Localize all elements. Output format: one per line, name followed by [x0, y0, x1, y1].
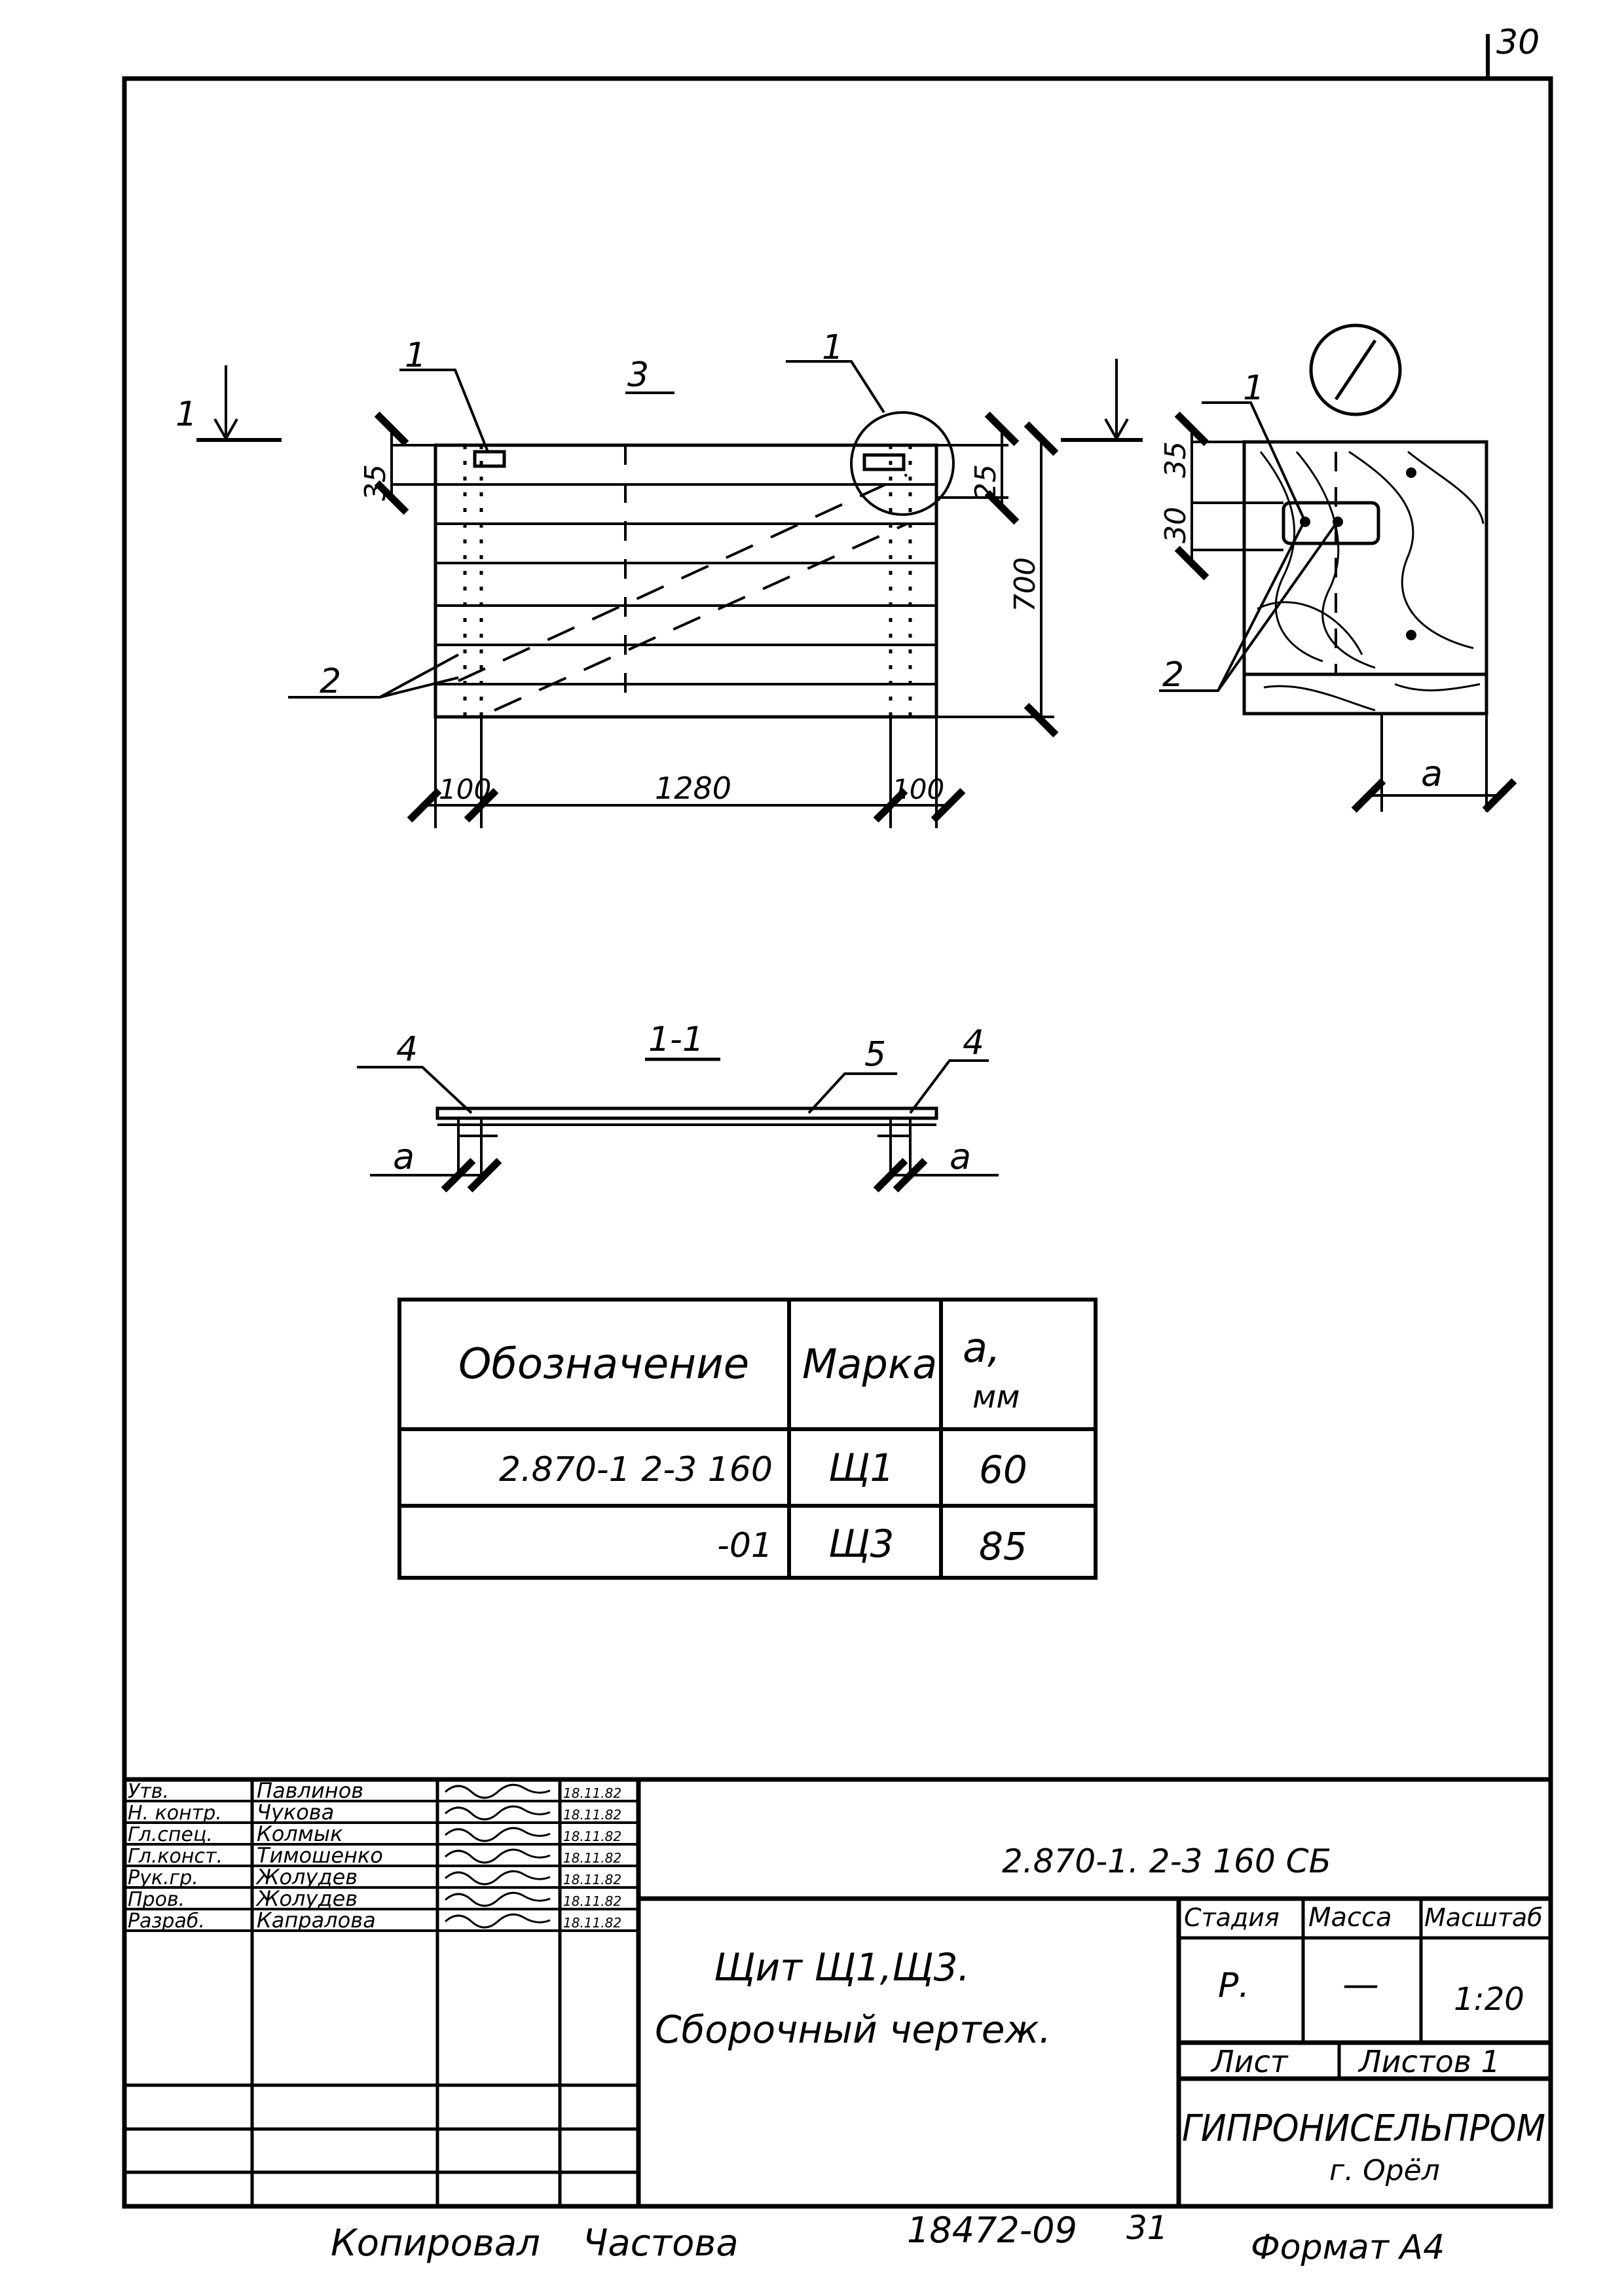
signature-scribble	[444, 1913, 551, 1929]
signature-name: Колмык	[257, 1821, 343, 1846]
callout-1-right: 1	[822, 328, 843, 367]
signature-name: Капралова	[257, 1908, 376, 1933]
spec-row1-mark: Щ1	[828, 1446, 894, 1490]
dim-100-left: 100	[439, 773, 491, 805]
section-dim-a-left: a	[393, 1136, 415, 1177]
title-line-1: Щит Щ1,Щ3.	[714, 1945, 970, 1990]
section-callout-5: 5	[864, 1035, 886, 1074]
signature-date: 18.11.82	[563, 1893, 621, 1909]
copied-by: Частова	[583, 2222, 739, 2265]
signature-date: 18.11.82	[563, 1785, 621, 1801]
sheet-number-text: 30	[1496, 23, 1540, 62]
sheet-label: Лист	[1210, 2044, 1289, 2079]
city: г. Орёл	[1329, 2154, 1440, 2187]
signature-role: Разраб.	[128, 1910, 205, 1933]
detail-dim-a: a	[1421, 753, 1443, 794]
signature-role: Пров.	[128, 1888, 185, 1911]
spec-row1-designation: 2.870-1 2-3 160	[499, 1450, 773, 1489]
signature-role: Гл.конст.	[128, 1845, 223, 1868]
signature-name: Жолудев	[255, 1886, 358, 1911]
spec-row1-a: 60	[979, 1448, 1027, 1492]
copied-label: Копировал	[331, 2222, 540, 2265]
signature-role: Гл.спец.	[128, 1823, 213, 1846]
footer: Копировал Частова 18472-09 31 Формат А4	[331, 2209, 1445, 2267]
drawing-frame	[122, 76, 1553, 2209]
signature-date: 18.11.82	[563, 1915, 621, 1931]
callout-1-left: 1	[405, 336, 426, 375]
signature-date: 18.11.82	[563, 1829, 621, 1844]
spec-table-text: Обозначение Марка а,мм 2.870-1 2-3 160 Щ…	[458, 1324, 1027, 1569]
spec-table	[397, 1298, 1098, 1580]
signature-scribble	[444, 1891, 551, 1907]
signature-date: 18.11.82	[563, 1807, 621, 1823]
spec-row2-a: 85	[979, 1524, 1027, 1569]
section-view-labels: 1-1 4 5 4 a a	[393, 1020, 984, 1177]
stage-header: Стадия	[1184, 1903, 1280, 1932]
signature-date: 18.11.82	[563, 1872, 621, 1887]
signature-scribble	[444, 1848, 551, 1864]
callout-3: 3	[627, 355, 649, 395]
spec-header-mark: Марка	[802, 1340, 937, 1388]
section-view	[357, 1057, 999, 1175]
signature-role: Рук.гр.	[128, 1867, 198, 1889]
section-dim-a-right: a	[950, 1136, 971, 1177]
section-title: 1-1	[648, 1020, 704, 1059]
dim-700: 700	[1008, 557, 1042, 612]
sheet-number: 30	[1486, 23, 1540, 77]
detail-dim-35: 35	[1159, 441, 1192, 478]
scale-header: Масштаб	[1424, 1903, 1543, 1932]
designation: 2.870-1. 2-3 160 СБ	[1002, 1842, 1331, 1880]
drawing-code: 18472-09	[907, 2210, 1077, 2251]
signature-name: Павлинов	[257, 1778, 363, 1803]
signature-scribble	[444, 1805, 551, 1821]
detail-callout-2: 2	[1162, 655, 1184, 695]
section-callout-4-left: 4	[396, 1030, 418, 1069]
callout-2: 2	[320, 662, 341, 701]
detail-dim-30: 30	[1159, 507, 1192, 543]
format-label: Формат А4	[1251, 2228, 1445, 2267]
detail-callout-1: 1	[1243, 369, 1264, 408]
spec-header-designation: Обозначение	[458, 1340, 749, 1389]
signature-name: Тимошенко	[257, 1843, 383, 1868]
dim-100-right: 100	[892, 773, 944, 805]
mass-header: Масса	[1308, 1903, 1392, 1933]
plan-view-labels: 1 1 3 2 1 35 25 700 100 1280 100	[175, 328, 1042, 806]
mass-value: —	[1342, 1963, 1379, 2006]
dim-35: 35	[359, 464, 392, 501]
title-block	[124, 1777, 1551, 2206]
section-mark-1: 1	[175, 395, 197, 434]
signature-scribble	[444, 1870, 551, 1886]
organization: ГИПРОНИСЕЛЬПРОМ	[1182, 2107, 1545, 2150]
spec-header-a: а,мм	[963, 1324, 1020, 1415]
section-callout-4-right: 4	[963, 1023, 984, 1063]
page-number: 31	[1126, 2209, 1168, 2247]
sheets-label: Листов 1	[1357, 2044, 1500, 2079]
dim-1280: 1280	[655, 771, 731, 806]
signature-role: Утв.	[128, 1780, 169, 1803]
spec-row2-designation: -01	[717, 1526, 773, 1565]
title-line-2: Сборочный чертеж.	[655, 2007, 1051, 2052]
signature-date: 18.11.82	[563, 1850, 621, 1866]
signature-scribble	[444, 1827, 551, 1842]
signature-name: Жолудев	[255, 1865, 358, 1889]
spec-row2-mark: Щ3	[828, 1522, 894, 1566]
stage-value: Р.	[1218, 1966, 1249, 2005]
scale-value: 1:20	[1454, 1981, 1524, 2018]
plan-view	[196, 359, 1143, 828]
dim-25: 25	[969, 464, 1003, 501]
title-block-text: 2.870-1. 2-3 160 СБ Щит Щ1,Щ3. Сборочный…	[655, 1842, 1545, 2187]
signature-name: Чукова	[257, 1800, 334, 1825]
signature-role: Н. контр.	[128, 1802, 222, 1825]
signature-scribble	[444, 1783, 551, 1799]
detail-view	[1159, 323, 1517, 813]
detail-view-labels: 1 2 35 30 a	[1159, 369, 1443, 794]
signature-rows: Утв. Павлинов 18.11.82 Н. контр. Чукова 18.11…	[124, 1778, 638, 1933]
